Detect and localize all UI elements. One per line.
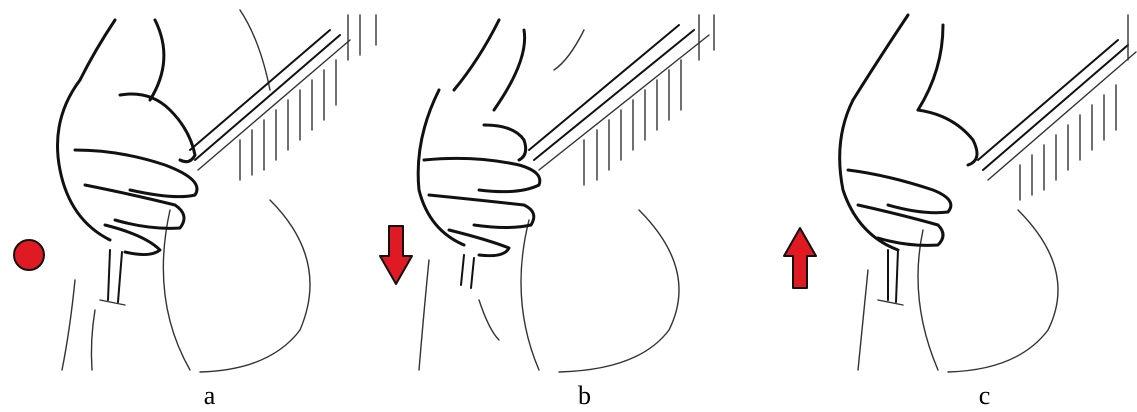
red-arrow-up-indicator [784, 228, 816, 288]
hand-strumming-illustration-c [758, 0, 1137, 380]
panel-label-b: b [395, 381, 774, 411]
guitar-strings [978, 15, 1136, 200]
panel-a [0, 0, 379, 380]
panel-c [758, 0, 1137, 380]
red-dot-indicator [14, 240, 44, 270]
guitar-strings [190, 15, 376, 180]
panel-label-c: c [795, 381, 1137, 411]
hand-strumming-illustration-b [379, 0, 758, 380]
panel-label-a: a [20, 381, 399, 411]
guitar-strings [529, 15, 714, 185]
red-arrow-down-indicator [380, 226, 412, 284]
hand-strumming-illustration-a [0, 0, 379, 380]
panel-b [379, 0, 758, 380]
